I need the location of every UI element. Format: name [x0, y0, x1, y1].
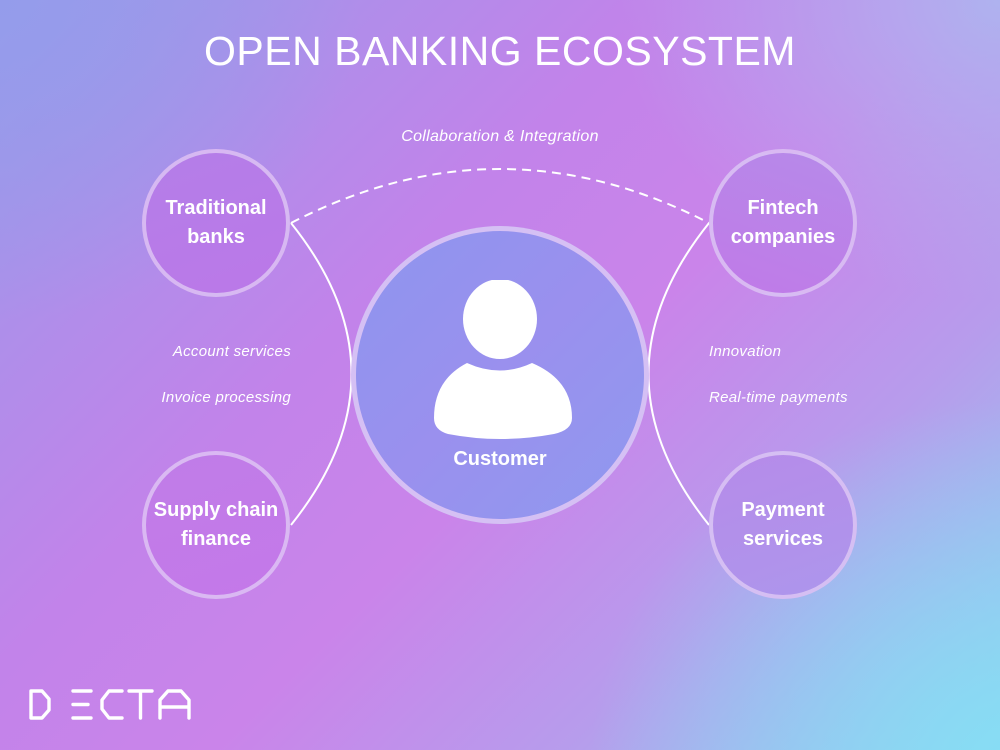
node-label: Supply chain finance	[146, 496, 286, 554]
decta-logo	[28, 688, 198, 727]
right-connector-arc	[647, 222, 710, 526]
node-label: Traditional banks	[146, 194, 286, 252]
diagram-title: OPEN BANKING ECOSYSTEM	[204, 28, 796, 74]
center-customer-node: Customer	[351, 226, 649, 524]
node-label: Fintech companies	[713, 194, 853, 252]
node-label-line: banks	[187, 226, 245, 248]
collaboration-dashed-arc	[290, 168, 710, 224]
node-fintech-companies: Fintech companies	[709, 149, 857, 297]
node-label-line: Supply chain	[153, 499, 279, 521]
label-invoice-processing: Invoice processing	[161, 389, 291, 406]
node-label-line: services	[742, 528, 824, 550]
label-innovation: Innovation	[709, 343, 782, 360]
collaboration-label: Collaboration & Integration	[401, 128, 599, 145]
node-label-line: Traditional	[165, 197, 267, 219]
node-label-line: Fintech	[747, 197, 819, 219]
label-real-time-payments: Real-time payments	[709, 389, 848, 406]
user-icon	[434, 280, 572, 439]
node-label-line: finance	[180, 528, 252, 550]
node-label-line: companies	[730, 226, 836, 248]
node-traditional-banks: Traditional banks	[142, 149, 290, 297]
decta-logo-mark	[29, 689, 191, 720]
node-label: Payment services	[713, 496, 853, 554]
customer-label: Customer	[453, 448, 547, 470]
node-supply-chain-finance: Supply chain finance	[142, 451, 290, 599]
label-account-services: Account services	[172, 343, 291, 360]
left-connector-arc	[290, 222, 353, 526]
node-label-line: Payment	[741, 499, 825, 521]
node-payment-services: Payment services	[709, 451, 857, 599]
